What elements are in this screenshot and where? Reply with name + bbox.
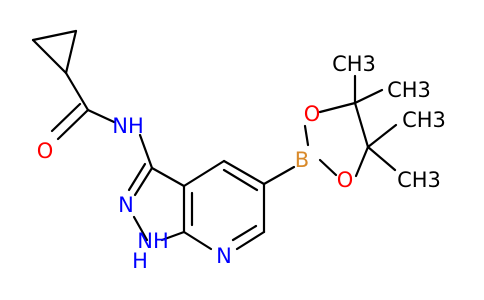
pyrazole-h-label: H <box>132 249 148 273</box>
bond <box>182 159 226 188</box>
bond <box>31 29 78 42</box>
boron-label: B <box>295 148 309 172</box>
pyrazole-n-label: N <box>118 193 134 217</box>
bond <box>366 123 398 149</box>
amide-nh-label: NH <box>112 114 144 138</box>
bond <box>182 230 213 251</box>
bond <box>222 168 259 192</box>
boronate-oxygen-bottom-label: O <box>337 168 354 192</box>
bond <box>31 38 68 75</box>
bond <box>50 102 82 133</box>
bond <box>64 71 90 112</box>
bonds <box>31 29 398 251</box>
atom-labels: NH O N NH H N B O O CH3 CH3 CH3 CH3 <box>37 52 446 273</box>
bond <box>318 101 357 114</box>
bond <box>64 29 78 75</box>
bond <box>353 101 370 149</box>
bond <box>86 108 116 124</box>
bond <box>133 166 154 197</box>
bond <box>235 230 266 251</box>
boronate-oxygen-top-label: O <box>304 102 321 126</box>
bond <box>318 158 338 177</box>
bond <box>262 165 296 186</box>
bond <box>303 124 310 147</box>
methyl-label: CH3 <box>332 52 376 76</box>
pyrazole-nh-label: NH <box>137 229 169 253</box>
bond <box>56 108 90 141</box>
bond <box>222 159 266 186</box>
bond <box>150 166 186 188</box>
bond <box>366 145 397 172</box>
methyl-label: CH3 <box>402 108 446 132</box>
bond <box>160 230 186 242</box>
pyridine-n-label: N <box>216 244 232 268</box>
carbonyl-oxygen-label: O <box>37 139 54 163</box>
bond <box>231 224 258 242</box>
bond <box>354 145 370 178</box>
bond <box>353 88 384 105</box>
bond <box>138 133 154 170</box>
methyl-label: CH3 <box>397 168 441 192</box>
bond <box>132 215 149 242</box>
bond <box>127 162 147 192</box>
methyl-label: CH3 <box>387 78 431 102</box>
